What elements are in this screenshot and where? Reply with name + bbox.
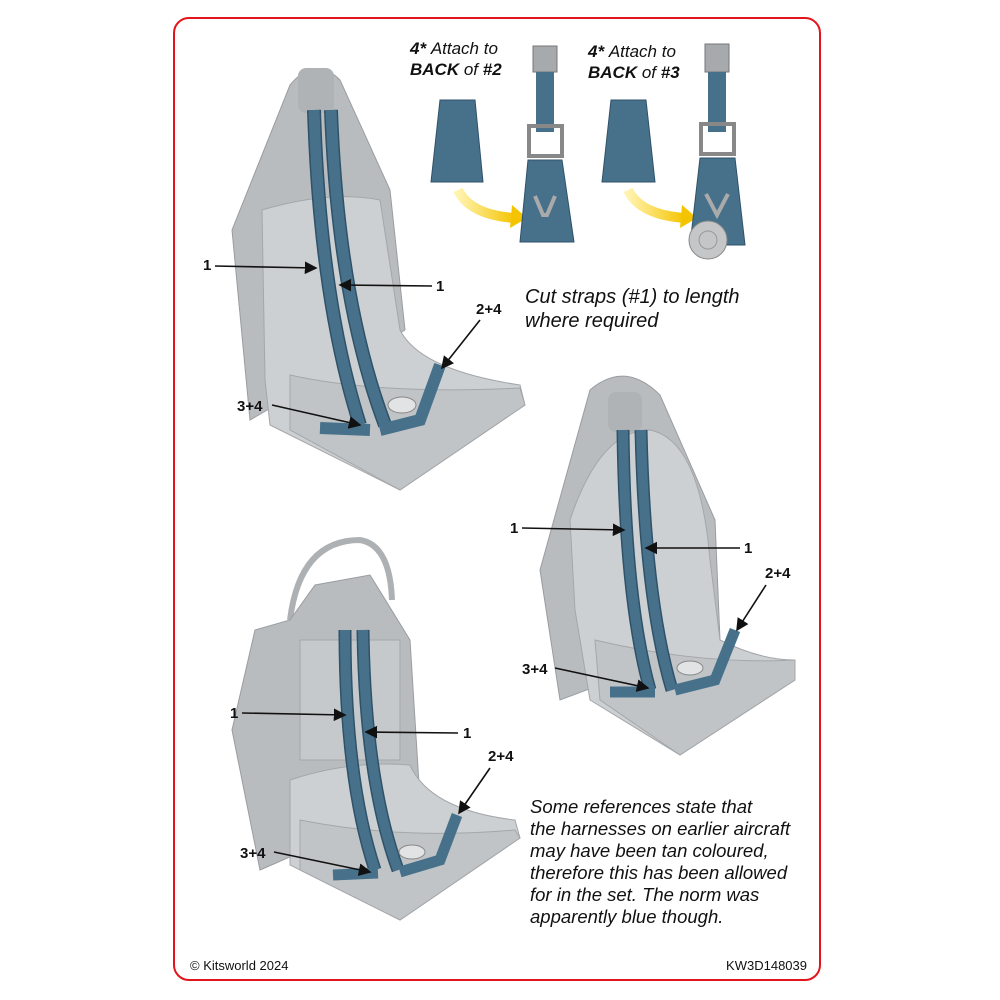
reference-note-line: for in the set. The norm was bbox=[530, 884, 760, 905]
product-code: KW3D148039 bbox=[726, 958, 807, 973]
attach-note-2: 4* Attach to BACK of #2 bbox=[410, 38, 502, 80]
part-label: 1 bbox=[203, 257, 212, 274]
note-target: #2 bbox=[482, 60, 502, 79]
leader-arrows bbox=[214, 261, 767, 876]
part-label: 2+4 bbox=[765, 565, 791, 582]
note-bold: BACK bbox=[410, 60, 460, 79]
part-label: 1 bbox=[463, 725, 472, 742]
cut-straps-note: Cut straps (#1) to length where required bbox=[525, 285, 740, 333]
part-label: 1 bbox=[436, 278, 445, 295]
strap-detail-2 bbox=[430, 45, 575, 243]
note-text: Attach to bbox=[430, 39, 498, 58]
copyright: © Kitsworld 2024 bbox=[190, 958, 289, 973]
reference-note-line: therefore this has been allowed bbox=[530, 862, 788, 883]
part-label: 2+4 bbox=[476, 301, 502, 318]
note-num: 4* bbox=[410, 39, 427, 58]
cut-note-line: Cut straps (#1) to length bbox=[525, 286, 740, 308]
reference-note-line: Some references state that bbox=[530, 796, 753, 817]
cut-note-line: where required bbox=[525, 310, 659, 332]
note-bold: BACK bbox=[588, 63, 638, 82]
seat-2 bbox=[539, 375, 796, 756]
seat-1 bbox=[231, 68, 526, 491]
border-frame bbox=[173, 17, 821, 981]
note-of: of bbox=[463, 60, 479, 79]
part-label: 2+4 bbox=[488, 748, 514, 765]
note-of: of bbox=[641, 63, 657, 82]
part-label: 1 bbox=[510, 520, 519, 537]
reference-note-line: the harnesses on earlier aircraft bbox=[530, 818, 791, 839]
note-num: 4* bbox=[588, 42, 605, 61]
note-target: #3 bbox=[660, 63, 680, 82]
part-label: 3+4 bbox=[237, 398, 263, 415]
reference-note-line: apparently blue though. bbox=[530, 906, 724, 927]
note-text: Attach to bbox=[608, 42, 676, 61]
part-label: 3+4 bbox=[522, 661, 548, 678]
part-label: 1 bbox=[230, 705, 239, 722]
strap-detail-3 bbox=[601, 43, 746, 260]
reference-note: Some references state that the harnesses… bbox=[530, 796, 790, 928]
part-label: 1 bbox=[744, 540, 753, 557]
reference-note-line: may have been tan coloured, bbox=[530, 840, 769, 861]
part-label: 3+4 bbox=[240, 845, 266, 862]
seat-3 bbox=[231, 536, 521, 921]
attach-note-3: 4* Attach to BACK of #3 bbox=[588, 41, 680, 83]
